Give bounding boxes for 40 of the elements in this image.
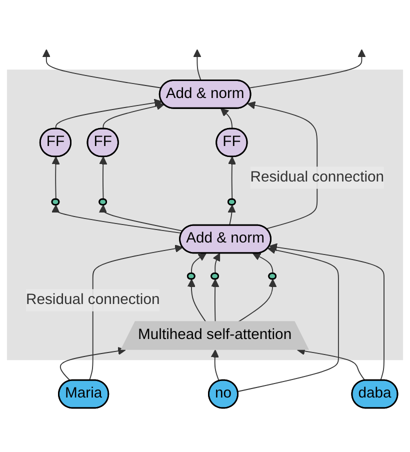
word-vector: daba xyxy=(351,379,398,409)
vector-bar xyxy=(268,272,276,280)
layer-box: FF xyxy=(86,128,119,158)
arrow xyxy=(193,49,202,82)
arrow xyxy=(211,279,220,323)
layer-box: FF xyxy=(216,128,248,158)
arrow xyxy=(269,243,384,381)
arrow xyxy=(99,156,108,200)
arrow xyxy=(187,279,206,323)
vector-bar xyxy=(51,198,60,206)
arrow xyxy=(52,156,60,200)
layer-box: Add & norm xyxy=(179,224,272,254)
arrow xyxy=(228,204,236,226)
arrow xyxy=(42,49,162,88)
vector-bar xyxy=(98,198,107,206)
arrow xyxy=(210,350,220,382)
word-vector: no xyxy=(208,379,238,409)
edge-label: Residual connection xyxy=(26,289,160,312)
arrow xyxy=(238,279,277,323)
arrow xyxy=(220,108,233,130)
vector-bar xyxy=(186,272,196,280)
arrow xyxy=(237,246,339,392)
edge-label: Residual connection xyxy=(250,166,384,189)
vector-bar xyxy=(228,198,236,206)
arrow xyxy=(55,98,162,130)
arrow xyxy=(102,102,164,130)
word-vector: Maria xyxy=(58,379,110,409)
vector-bar xyxy=(210,272,219,280)
arrow xyxy=(252,253,274,274)
layer-box: Add & norm xyxy=(158,80,252,109)
arrow xyxy=(98,204,184,232)
arrow xyxy=(212,253,220,274)
arrow xyxy=(60,346,126,382)
arrow xyxy=(191,253,206,274)
arrow xyxy=(248,49,366,88)
arrow xyxy=(228,156,236,200)
layer-box: FF xyxy=(39,128,72,158)
attention-block: Multihead self-attention xyxy=(120,321,310,350)
arrow xyxy=(247,101,318,230)
arrow xyxy=(52,204,182,234)
